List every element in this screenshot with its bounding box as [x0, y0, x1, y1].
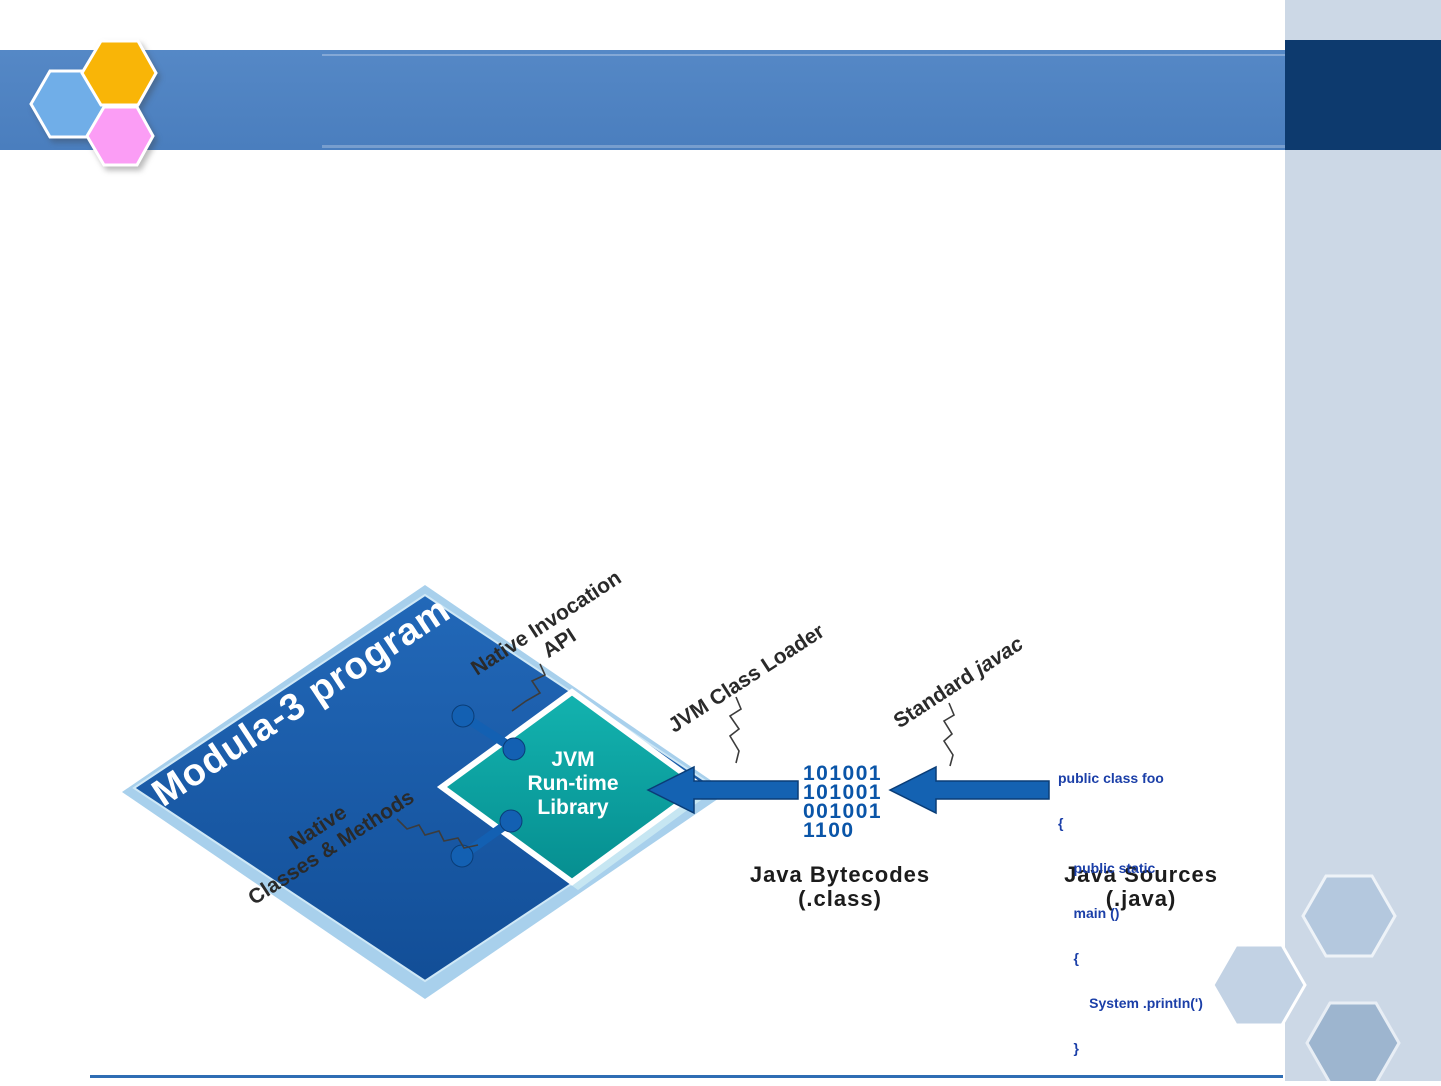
native-invocation-line2: API	[538, 624, 580, 662]
native-classes-methods-label: Native Classes & Methods	[244, 786, 418, 910]
native-invocation-line1: Native Invocation	[467, 566, 625, 680]
native-classes-leader-icon	[396, 818, 479, 849]
standard-javac-tool: javac	[968, 632, 1027, 682]
standard-javac-prefix: Standard	[890, 661, 984, 733]
code-line: System .println(')	[1058, 995, 1203, 1011]
binary-line-4: 1100	[803, 819, 855, 842]
java-source-code: public class foo { public static main ()…	[1058, 741, 1203, 1086]
jvm-runtime-line-2: Run-time	[528, 772, 619, 795]
binary-line-1: 101001	[803, 762, 882, 785]
source-to-bytecode-arrow-icon	[888, 765, 1050, 815]
code-line: }	[1058, 1040, 1080, 1056]
code-line: main ()	[1058, 905, 1120, 921]
jvm-runtime-line-3: Library	[537, 796, 609, 819]
native-invocation-api-label: Native Invocation API	[467, 566, 625, 680]
modula-diamond-edge	[122, 585, 728, 999]
jvm-class-loader-label: JVM Class Loader	[664, 620, 828, 738]
native-classes-plug-icon	[450, 809, 523, 868]
java-bytecodes-caption-sub: (.class)	[798, 886, 882, 911]
binary-line-3: 001001	[803, 800, 882, 823]
navy-accent-block	[1285, 40, 1441, 150]
bytecode-to-jvm-arrow-icon	[646, 765, 799, 815]
footer-line	[90, 1075, 1283, 1078]
native-classes-line1: Native	[285, 801, 350, 855]
bytecode-binary-text: 101001 101001 001001 1100	[803, 762, 882, 842]
right-sidebar	[1285, 0, 1441, 1081]
java-bytecodes-caption: Java Bytecodes	[750, 862, 930, 887]
modula-diamond-shape	[132, 593, 718, 983]
jvm-runtime-line-1: JVM	[551, 748, 594, 771]
native-invocation-plug-icon	[451, 704, 526, 761]
standard-javac-leader-icon	[942, 702, 956, 767]
code-line: {	[1058, 815, 1064, 831]
header-bar	[0, 50, 1285, 150]
standard-javac-label: Standard javac	[890, 632, 1028, 733]
modula-program-label: Modula-3 program	[145, 589, 458, 815]
native-invocation-leader-icon	[511, 663, 547, 712]
jvm-library-edge	[448, 700, 708, 890]
code-line: public class foo	[1058, 770, 1164, 786]
jvm-library-square	[436, 688, 708, 886]
native-classes-line2: Classes & Methods	[244, 786, 418, 910]
binary-line-2: 101001	[803, 781, 882, 804]
code-line: {	[1058, 950, 1080, 966]
code-line: public static	[1058, 860, 1156, 876]
jvm-class-loader-leader-icon	[728, 696, 742, 764]
